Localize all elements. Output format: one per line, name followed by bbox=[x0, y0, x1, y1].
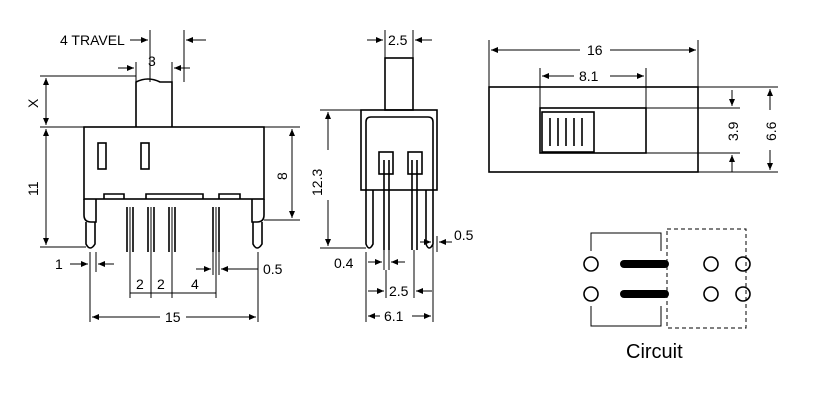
top-knob bbox=[541, 111, 595, 153]
side-window-left bbox=[97, 142, 107, 170]
height-11: 11 bbox=[25, 181, 41, 196]
top-view: 16 8.1 3.9 6.6 bbox=[488, 40, 779, 173]
front-pin-left bbox=[383, 160, 390, 250]
front-frame bbox=[365, 116, 434, 190]
front-pin-spacing: 2.5 bbox=[389, 283, 409, 299]
circuit-terminal bbox=[735, 286, 751, 302]
top-slot-width: 3.9 bbox=[725, 121, 741, 141]
side-pin-4 bbox=[212, 207, 220, 252]
front-overall-width: 6.1 bbox=[384, 308, 404, 324]
top-slot bbox=[539, 107, 647, 154]
circuit-terminal bbox=[703, 286, 719, 302]
circuit-label: Circuit bbox=[626, 341, 683, 363]
side-tab-left bbox=[83, 199, 97, 223]
front-pin-width: 0.4 bbox=[334, 255, 354, 271]
front-slot-right bbox=[407, 151, 423, 175]
side-pin-centerlines bbox=[129, 207, 217, 252]
front-pin-thickness: 0.5 bbox=[454, 227, 474, 243]
actuator-width-3: 3 bbox=[148, 53, 156, 69]
side-body bbox=[83, 126, 265, 200]
circuit-bracket-bottom bbox=[590, 306, 662, 327]
front-view: 2.5 12.3 0.5 0.4 2.5 6.1 bbox=[309, 30, 474, 324]
front-actuator-width: 2.5 bbox=[388, 32, 408, 48]
pin-pitch-c: 4 bbox=[191, 276, 199, 292]
side-pin-3 bbox=[168, 207, 176, 252]
side-window-right bbox=[140, 142, 150, 170]
side-tab-right bbox=[251, 199, 265, 223]
front-pin-right bbox=[411, 160, 418, 250]
side-leg-right bbox=[252, 222, 263, 249]
front-leg-right bbox=[425, 190, 434, 249]
height-8: 8 bbox=[274, 172, 290, 180]
side-leg-left bbox=[85, 222, 96, 249]
front-leg-left bbox=[365, 190, 374, 249]
x-label: X bbox=[25, 98, 41, 108]
travel-label: 4 TRAVEL bbox=[60, 32, 125, 48]
overall-length-15: 15 bbox=[165, 309, 181, 325]
front-actuator bbox=[384, 57, 414, 111]
pin-pitch-b: 2 bbox=[157, 276, 165, 292]
top-slot-length: 8.1 bbox=[579, 68, 599, 84]
side-pin-1 bbox=[126, 207, 134, 252]
circuit-bracket-top bbox=[590, 232, 662, 251]
top-overall-length: 16 bbox=[587, 42, 603, 58]
front-height-123: 12.3 bbox=[309, 169, 325, 196]
side-view: 4 TRAVEL 3 X 11 8 1 bbox=[25, 30, 300, 325]
side-actuator bbox=[135, 78, 173, 127]
front-slot-left bbox=[378, 151, 394, 175]
side-base-steps bbox=[103, 193, 241, 199]
top-overall-width: 6.6 bbox=[763, 121, 779, 141]
circuit-diagram: Circuit bbox=[583, 228, 751, 363]
pin-offset-1: 1 bbox=[55, 256, 63, 272]
circuit-terminal bbox=[583, 286, 599, 302]
pin-pitch-a: 2 bbox=[136, 276, 144, 292]
pin-thickness-05: 0.5 bbox=[263, 261, 283, 277]
circuit-terminal bbox=[703, 256, 719, 272]
side-pin-2 bbox=[147, 207, 155, 252]
circuit-terminal bbox=[583, 256, 599, 272]
circuit-terminal bbox=[735, 256, 751, 272]
circuit-dashed-frame bbox=[666, 228, 747, 329]
front-body bbox=[360, 109, 438, 191]
top-knob-ribs bbox=[549, 118, 583, 146]
top-body bbox=[488, 86, 699, 173]
